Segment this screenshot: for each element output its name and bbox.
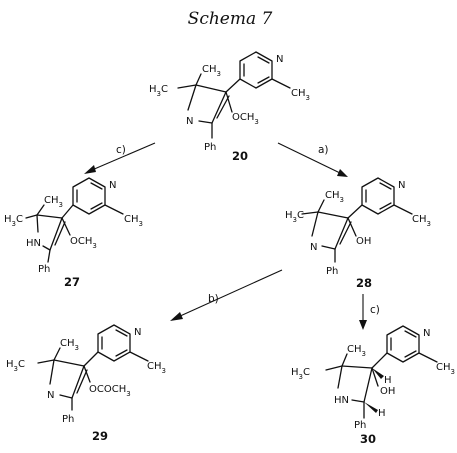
compound-30-number: 30: [360, 432, 376, 446]
wedge-bond: [372, 368, 384, 379]
methyl-label: H3C: [6, 359, 25, 373]
compound-20: CH3 H3C N N CH3 OCH3 Ph 20: [149, 51, 310, 163]
compound-30: CH3 H3C HN N CH3 H OH H Ph 30: [291, 325, 455, 446]
condition-b-label: b): [208, 293, 219, 305]
pyridine-nitrogen-label: N: [276, 54, 283, 65]
compound-27: CH3 H3C HN N CH3 OCH3 Ph 27: [4, 177, 143, 289]
condition-a-label: a): [318, 144, 329, 156]
methyl-label: CH3: [147, 361, 166, 375]
hydrogen-label: H: [378, 408, 386, 419]
reaction-arrow-28-to-30: c): [359, 294, 380, 330]
compound-27-number: 27: [64, 275, 80, 289]
nitrogen-label: N: [310, 242, 317, 253]
compound-20-number: 20: [232, 149, 248, 163]
phenyl-label: Ph: [204, 142, 216, 153]
reaction-arrow-20-to-27: c): [84, 142, 156, 174]
methyl-label: CH3: [347, 344, 366, 358]
compound-29-number: 29: [92, 429, 108, 443]
compound-29: CH3 H3C N N CH3 OCOCH3 Ph 29: [6, 324, 166, 443]
pyridine-nitrogen-label: N: [109, 180, 116, 191]
phenyl-label: Ph: [38, 264, 50, 275]
phenyl-label: Ph: [326, 266, 338, 277]
methoxy-label: OCH3: [70, 236, 97, 250]
methyl-label: CH3: [291, 88, 310, 102]
nitrogen-label: N: [186, 116, 193, 127]
acetoxy-label: OCOCH3: [89, 384, 131, 398]
nitrogen-label: N: [47, 390, 54, 401]
amine-label: HN: [26, 238, 41, 249]
phenyl-label: Ph: [354, 420, 366, 431]
condition-c-label: c): [370, 304, 380, 316]
compound-29-bonds: [37, 324, 149, 411]
compound-28-bonds: [301, 177, 413, 263]
compound-28-number: 28: [356, 276, 372, 290]
methyl-label: CH3: [412, 214, 431, 228]
compound-28: CH3 H3C N N CH3 OH Ph 28: [285, 177, 431, 290]
scheme-title: Schema 7: [188, 9, 273, 29]
methyl-label: CH3: [436, 362, 455, 376]
pyridine-nitrogen-label: N: [423, 328, 430, 339]
condition-c-label: c): [116, 144, 126, 156]
phenyl-label: Ph: [62, 414, 74, 425]
methyl-label: H3C: [149, 84, 168, 98]
methyl-label: H3C: [285, 210, 304, 224]
methoxy-label: OCH3: [232, 112, 259, 126]
methyl-label: CH3: [124, 214, 143, 228]
reaction-arrow-28-to-29: b): [170, 269, 283, 321]
amine-label: HN: [334, 395, 349, 406]
compound-30-bonds: [325, 325, 438, 419]
compound-20-bonds: [177, 51, 291, 139]
methyl-label: CH3: [44, 195, 63, 209]
methyl-label: CH3: [60, 338, 79, 352]
hydrogen-label: H: [384, 375, 392, 386]
compound-27-bonds: [25, 177, 124, 263]
methyl-label: CH3: [325, 190, 344, 204]
methyl-label: H3C: [291, 367, 310, 381]
methyl-label: H3C: [4, 214, 23, 228]
reaction-arrow-20-to-28: a): [277, 142, 348, 177]
methyl-label: CH3: [202, 64, 221, 78]
pyridine-nitrogen-label: N: [398, 180, 405, 191]
pyridine-nitrogen-label: N: [134, 327, 141, 338]
hydroxyl-label: OH: [380, 386, 395, 397]
wedge-bond: [364, 402, 378, 413]
hydroxyl-label: OH: [356, 236, 371, 247]
